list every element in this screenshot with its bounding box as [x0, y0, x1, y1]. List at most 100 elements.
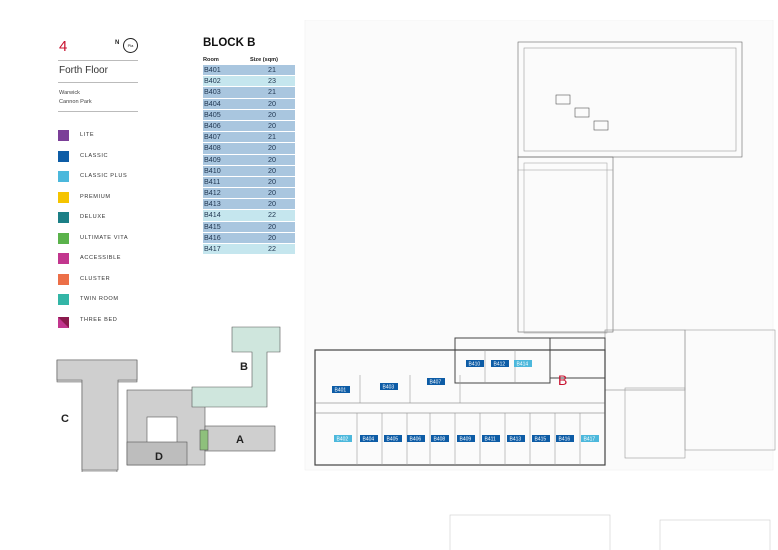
table-row: B410 20 — [203, 165, 295, 177]
divider — [58, 111, 138, 112]
table-row: B415 20 — [203, 221, 295, 233]
legend-item-accessible: ACCESSIBLE — [58, 253, 218, 265]
key-plan: C D A B — [56, 326, 281, 472]
table-row: B404 20 — [203, 98, 295, 110]
north-label: N — [115, 40, 120, 46]
table-row: B416 20 — [203, 232, 295, 244]
table-title: BLOCK B — [203, 37, 256, 49]
room-cell: B409 — [204, 154, 221, 164]
room-tag-label: B414 — [517, 362, 529, 368]
key-block-a: A — [236, 434, 244, 446]
block-b-label: B — [558, 372, 568, 388]
table-row: B414 22 — [203, 210, 295, 222]
key-block-d: D — [155, 451, 163, 463]
size-cell: 20 — [268, 176, 276, 186]
room-tag-label: B411 — [485, 437, 497, 443]
room-cell: B411 — [204, 176, 221, 186]
column-header-size: Size (sqm) — [250, 57, 278, 63]
room-tag-label: B406 — [410, 437, 422, 443]
room-tag — [457, 435, 475, 442]
room-tag — [514, 360, 532, 367]
size-cell: 20 — [268, 109, 276, 119]
size-cell: 21 — [268, 87, 276, 97]
room-cell: B416 — [204, 232, 221, 242]
room-tag-label: B402 — [337, 437, 349, 443]
legend-swatch-three-bed — [58, 315, 69, 328]
room-tag — [384, 435, 402, 442]
room-tag — [466, 360, 484, 367]
room-cell: B405 — [204, 109, 221, 119]
legend-swatch — [58, 130, 69, 141]
room-cell: B414 — [204, 210, 221, 220]
legend-label: CLASSIC PLUS — [80, 173, 128, 179]
table-row: B401 21 — [203, 65, 295, 77]
legend-label: THREE BED — [80, 316, 118, 323]
size-cell: 20 — [268, 165, 276, 175]
legend-item-classic: CLASSIC — [58, 150, 218, 163]
room-cell: B404 — [204, 98, 221, 108]
legend-label: CLUSTER — [80, 275, 111, 282]
legend-swatch — [58, 294, 69, 305]
floor-number: 4 — [59, 38, 68, 55]
room-cell: B408 — [204, 143, 221, 153]
size-cell: 21 — [268, 132, 276, 142]
size-cell: 22 — [268, 210, 276, 220]
room-tag-label: B408 — [434, 437, 446, 443]
legend-item-twin-room: TWIN ROOM — [58, 294, 218, 306]
key-block-b: B — [240, 361, 248, 373]
size-cell: 20 — [268, 221, 276, 231]
room-cell: B402 — [204, 76, 221, 86]
room-tag — [482, 435, 500, 442]
legend-item-premium: PREMIUM — [58, 191, 218, 204]
size-cell: 22 — [268, 244, 276, 253]
legend-item-deluxe: DELUXE — [58, 212, 218, 224]
room-cell: B413 — [204, 199, 221, 209]
size-cell: 20 — [268, 232, 276, 242]
legend-swatch — [58, 150, 69, 162]
room-cell: B401 — [204, 65, 221, 74]
legend-swatch — [58, 232, 69, 244]
room-cell: B415 — [204, 221, 221, 231]
room-tag-label: B415 — [535, 437, 547, 443]
size-cell: 21 — [268, 65, 276, 74]
address: Warwick Cannon Park — [59, 89, 92, 107]
room-tag — [556, 435, 574, 442]
room-tag — [407, 435, 425, 442]
legend-label: TWIN ROOM — [80, 296, 119, 302]
north-arrow-icon: Pla — [123, 38, 138, 53]
legend-item-ultimate-vita: ULTIMATE VITA — [58, 232, 218, 245]
room-tag-label: B410 — [469, 362, 481, 368]
legend-label: ULTIMATE VITA — [80, 234, 129, 241]
room-tag-label: B413 — [510, 437, 522, 443]
room-tag — [380, 383, 398, 390]
room-tag — [507, 435, 525, 442]
divider — [58, 60, 138, 61]
table-row: B403 21 — [203, 87, 295, 99]
table-row: B411 20 — [203, 176, 295, 189]
room-tag-label: B417 — [584, 437, 596, 443]
room-tag — [431, 435, 449, 442]
size-cell: 20 — [268, 188, 276, 198]
room-cell: B417 — [204, 244, 221, 253]
legend-swatch — [58, 212, 69, 223]
legend-item-three-bed: THREE BED — [58, 315, 218, 328]
room-tag-label: B409 — [460, 437, 472, 443]
legend-label: LITE — [80, 132, 95, 138]
divider — [58, 82, 138, 83]
room-cell: B403 — [204, 87, 221, 97]
room-tag — [332, 386, 350, 393]
room-tag — [532, 435, 550, 442]
address-line: Warwick — [59, 90, 80, 96]
room-cell: B410 — [204, 165, 221, 175]
size-cell: 20 — [268, 98, 276, 108]
room-tag-label: B407 — [430, 380, 442, 386]
legend-label: ACCESSIBLE — [80, 255, 122, 261]
floor-title: Forth Floor — [59, 65, 108, 76]
